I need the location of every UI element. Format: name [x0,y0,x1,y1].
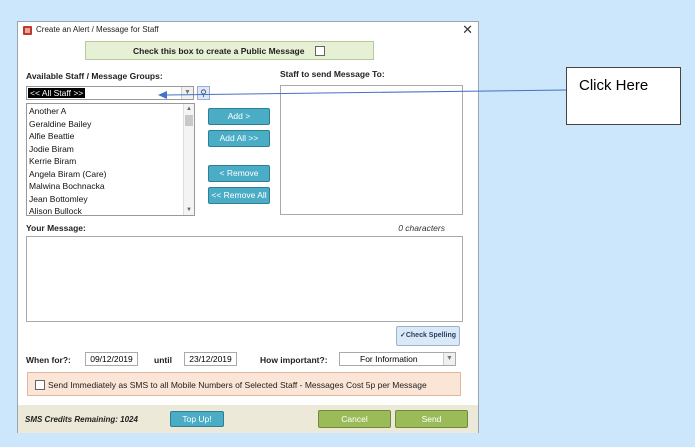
your-message-label: Your Message: [26,223,86,233]
remove-button[interactable]: < Remove [208,165,270,182]
filter-icon-button[interactable]: ⚲ [197,86,210,100]
scroll-down-icon[interactable]: ▼ [186,207,192,213]
scroll-up-icon[interactable]: ▲ [186,106,192,112]
list-item[interactable]: Jean Bottomley [29,193,88,204]
footer-bar: SMS Credits Remaining: 1024 Top Up! Canc… [18,405,478,433]
list-scrollbar[interactable]: ▲ ▼ [183,104,194,215]
list-item[interactable]: Angela Biram (Care) [29,168,107,179]
alert-dialog: Create an Alert / Message for Staff ✕ Ch… [17,21,479,433]
send-to-label: Staff to send Message To: [280,69,385,79]
add-button[interactable]: Add > [208,108,270,125]
top-up-button[interactable]: Top Up! [170,411,224,427]
send-button[interactable]: Send [395,410,468,428]
access-app-icon [23,26,32,35]
list-item[interactable]: Another A [29,106,67,116]
public-message-checkbox[interactable] [315,46,325,56]
scroll-thumb[interactable] [185,115,193,126]
staff-group-dropdown[interactable]: << All Staff >> ▼ [26,86,194,100]
sms-panel: Send Immediately as SMS to all Mobile Nu… [27,372,461,396]
list-item[interactable]: Alfie Beattie [29,131,75,141]
window-title: Create an Alert / Message for Staff [36,25,159,34]
cancel-button[interactable]: Cancel [318,410,391,428]
remove-all-button[interactable]: << Remove All [208,187,270,204]
importance-label: How important?: [260,355,328,365]
public-message-label: Check this box to create a Public Messag… [133,46,305,56]
list-item[interactable]: Alison Bullock [29,206,82,216]
list-item[interactable]: Kerrie Biram [29,156,77,166]
when-for-label: When for?: [26,355,71,365]
until-date-field[interactable]: 23/12/2019 [184,352,237,366]
message-textarea[interactable] [26,236,463,322]
selected-group: << All Staff >> [28,88,86,98]
list-item[interactable]: Malwina Bochnacka [29,181,105,191]
importance-select[interactable]: For Information ▼ [339,352,456,366]
public-message-panel: Check this box to create a Public Messag… [85,41,374,60]
until-label: until [154,355,172,365]
close-icon[interactable]: ✕ [462,22,473,37]
available-staff-list[interactable]: Another A Geraldine Bailey Alfie Beattie… [26,103,195,216]
character-count: 0 characters [398,223,445,233]
callout-text: Click Here [579,77,649,94]
sms-label: Send Immediately as SMS to all Mobile Nu… [48,380,427,390]
title-bar: Create an Alert / Message for Staff ✕ [18,22,478,39]
spellcheck-icon: ✓ [399,332,406,339]
sms-credits: SMS Credits Remaining: 1024 [25,415,138,424]
available-staff-label: Available Staff / Message Groups: [26,71,163,81]
check-spelling-label: Check Spelling [405,332,457,339]
list-item[interactable]: Jodie Biram [29,143,74,154]
sms-checkbox[interactable] [35,380,45,390]
chevron-down-icon[interactable]: ▼ [443,353,455,365]
importance-value: For Information [360,354,418,364]
send-to-list[interactable] [280,85,463,215]
click-here-callout: Click Here [566,67,681,125]
add-all-button[interactable]: Add All >> [208,130,270,147]
list-item[interactable]: Geraldine Bailey [29,118,92,129]
from-date-field[interactable]: 09/12/2019 [85,352,138,366]
chevron-down-icon[interactable]: ▼ [181,87,193,99]
check-spelling-button[interactable]: ✓Check Spelling [396,326,460,346]
